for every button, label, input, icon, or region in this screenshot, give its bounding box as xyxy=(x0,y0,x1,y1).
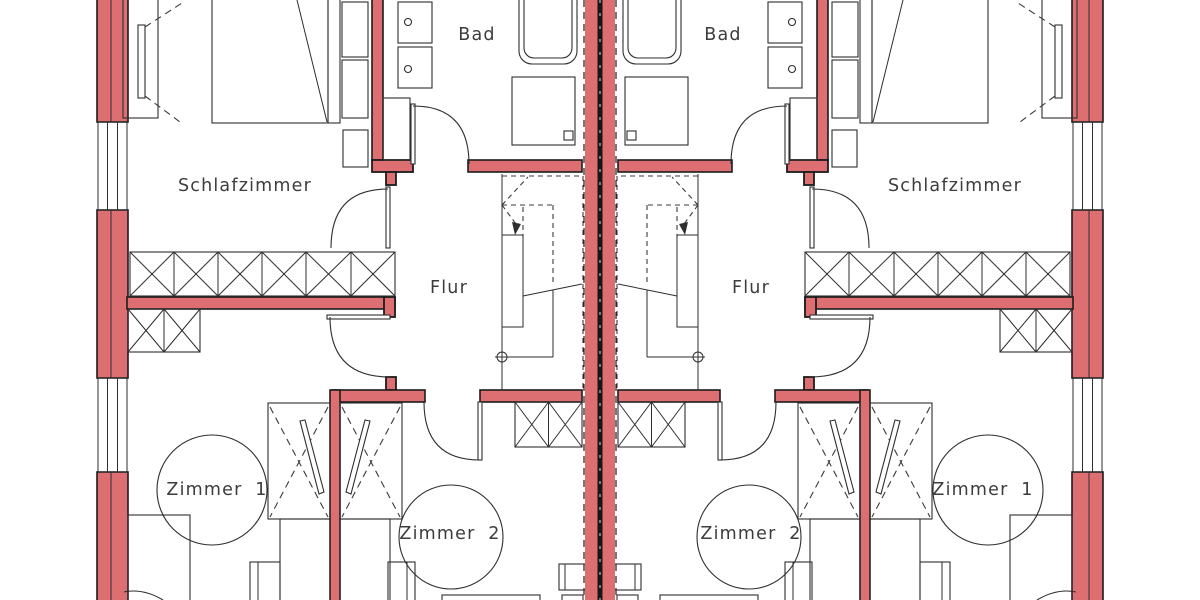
room-labels: Schlafzimmer Bad Flur Zimmer 1 Zimmer 2 … xyxy=(166,25,1033,544)
unit-left xyxy=(96,0,587,600)
room-label-schlafzimmer-right: Schlafzimmer xyxy=(888,176,1022,196)
room-label-bad-right: Bad xyxy=(704,25,741,45)
unit-right xyxy=(613,0,1104,600)
room-label-bad-left: Bad xyxy=(458,25,495,45)
room-label-zimmer2-right: Zimmer 2 xyxy=(700,524,801,544)
room-label-zimmer1-right: Zimmer 1 xyxy=(932,480,1033,500)
room-label-schlafzimmer-left: Schlafzimmer xyxy=(178,176,312,196)
room-label-zimmer2-left: Zimmer 2 xyxy=(399,524,500,544)
room-label-zimmer1-left: Zimmer 1 xyxy=(166,480,267,500)
room-label-flur-right: Flur xyxy=(732,278,770,298)
party-wall xyxy=(583,0,617,600)
room-label-flur-left: Flur xyxy=(430,278,468,298)
